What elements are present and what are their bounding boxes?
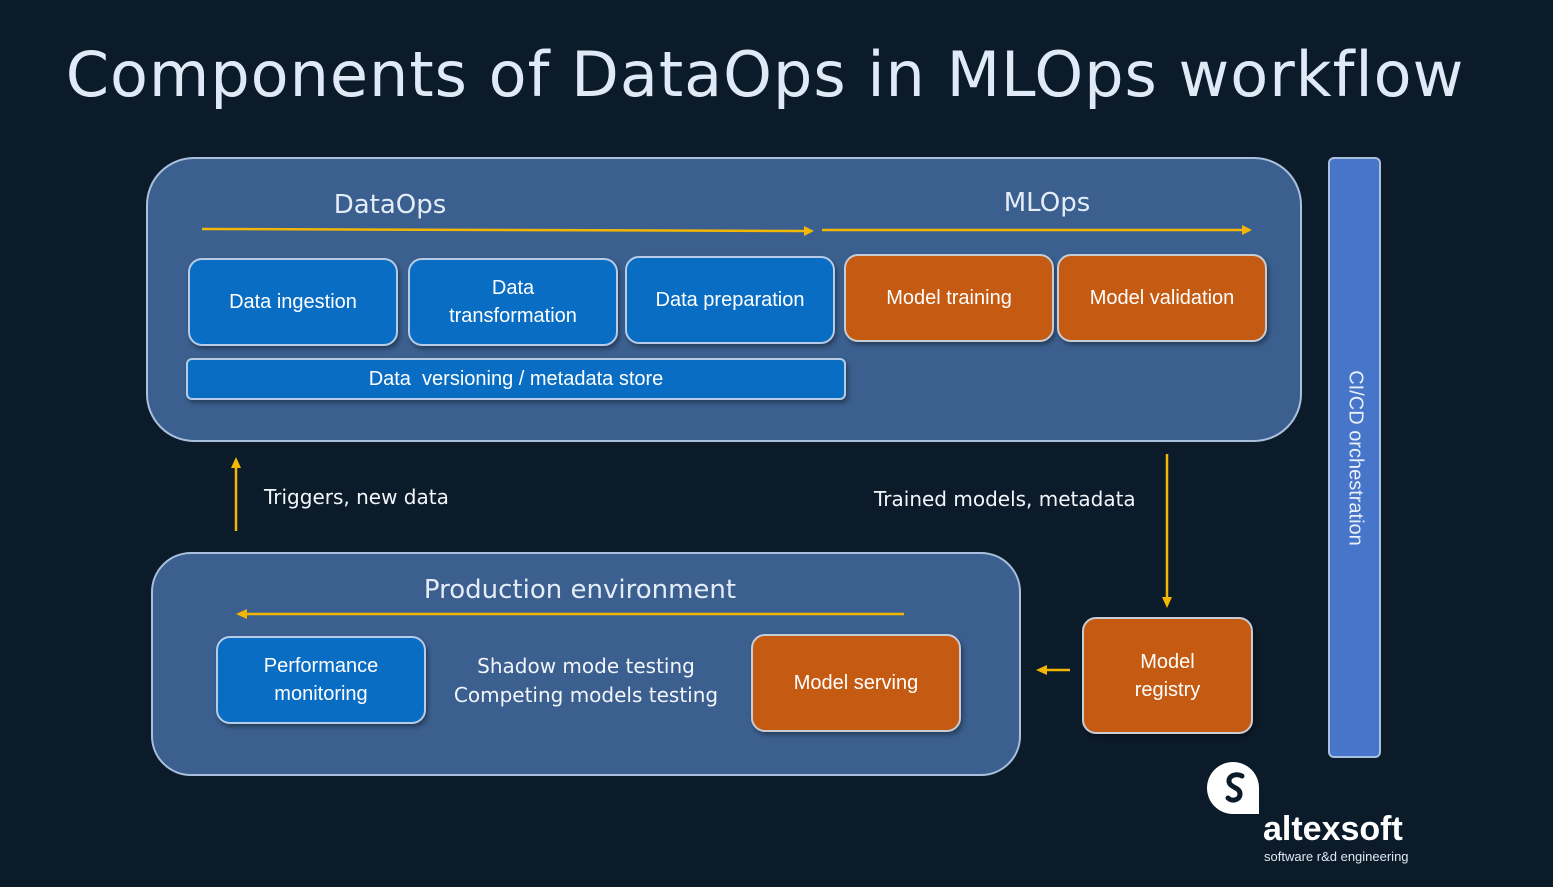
- data-transformation-label: Data transformation: [449, 277, 577, 327]
- performance-monitoring-box: Performance monitoring: [216, 636, 426, 724]
- triggers-label: Triggers, new data: [264, 485, 449, 509]
- model-validation-box: Model validation: [1057, 254, 1267, 342]
- logo-tagline: software r&d engineering: [1264, 849, 1409, 864]
- trained-models-label: Trained models, metadata: [874, 487, 1136, 511]
- logo-name: altexsoft: [1263, 810, 1403, 848]
- model-registry-box: Model registry: [1082, 617, 1253, 734]
- testing-text: Shadow mode testing Competing models tes…: [440, 652, 732, 710]
- data-transformation-box: Data transformation: [408, 258, 618, 346]
- page-title: Components of DataOps in MLOps workflow: [65, 38, 1465, 111]
- model-registry-label: Model registry: [1134, 650, 1201, 701]
- performance-monitoring-label: Performance monitoring: [263, 655, 379, 705]
- dataops-arrow: [201, 227, 807, 233]
- trained-models-arrowhead: [1162, 597, 1172, 608]
- model-serving-box: Model serving: [751, 634, 961, 732]
- mlops-arrowhead: [1242, 225, 1252, 235]
- shadow-mode-testing: Shadow mode testing: [477, 654, 695, 678]
- production-arrowhead: [236, 609, 247, 619]
- competing-models-testing: Competing models testing: [453, 683, 719, 707]
- production-label: Production environment: [423, 575, 737, 605]
- data-versioning-bar: Data versioning / metadata store: [186, 358, 846, 400]
- altexsoft-logo-icon: [1207, 762, 1259, 814]
- data-ingestion-box: Data ingestion: [188, 258, 398, 346]
- cicd-orchestration-bar: CI/CD orchestration: [1328, 157, 1381, 758]
- dataops-arrowhead: [804, 226, 814, 236]
- data-preparation-box: Data preparation: [625, 256, 835, 344]
- registry-to-serving-arrowhead: [1036, 665, 1047, 675]
- triggers-arrowhead: [231, 457, 241, 468]
- model-training-box: Model training: [844, 254, 1054, 342]
- mlops-label: MLOps: [1003, 188, 1091, 218]
- dataops-label: DataOps: [333, 190, 447, 220]
